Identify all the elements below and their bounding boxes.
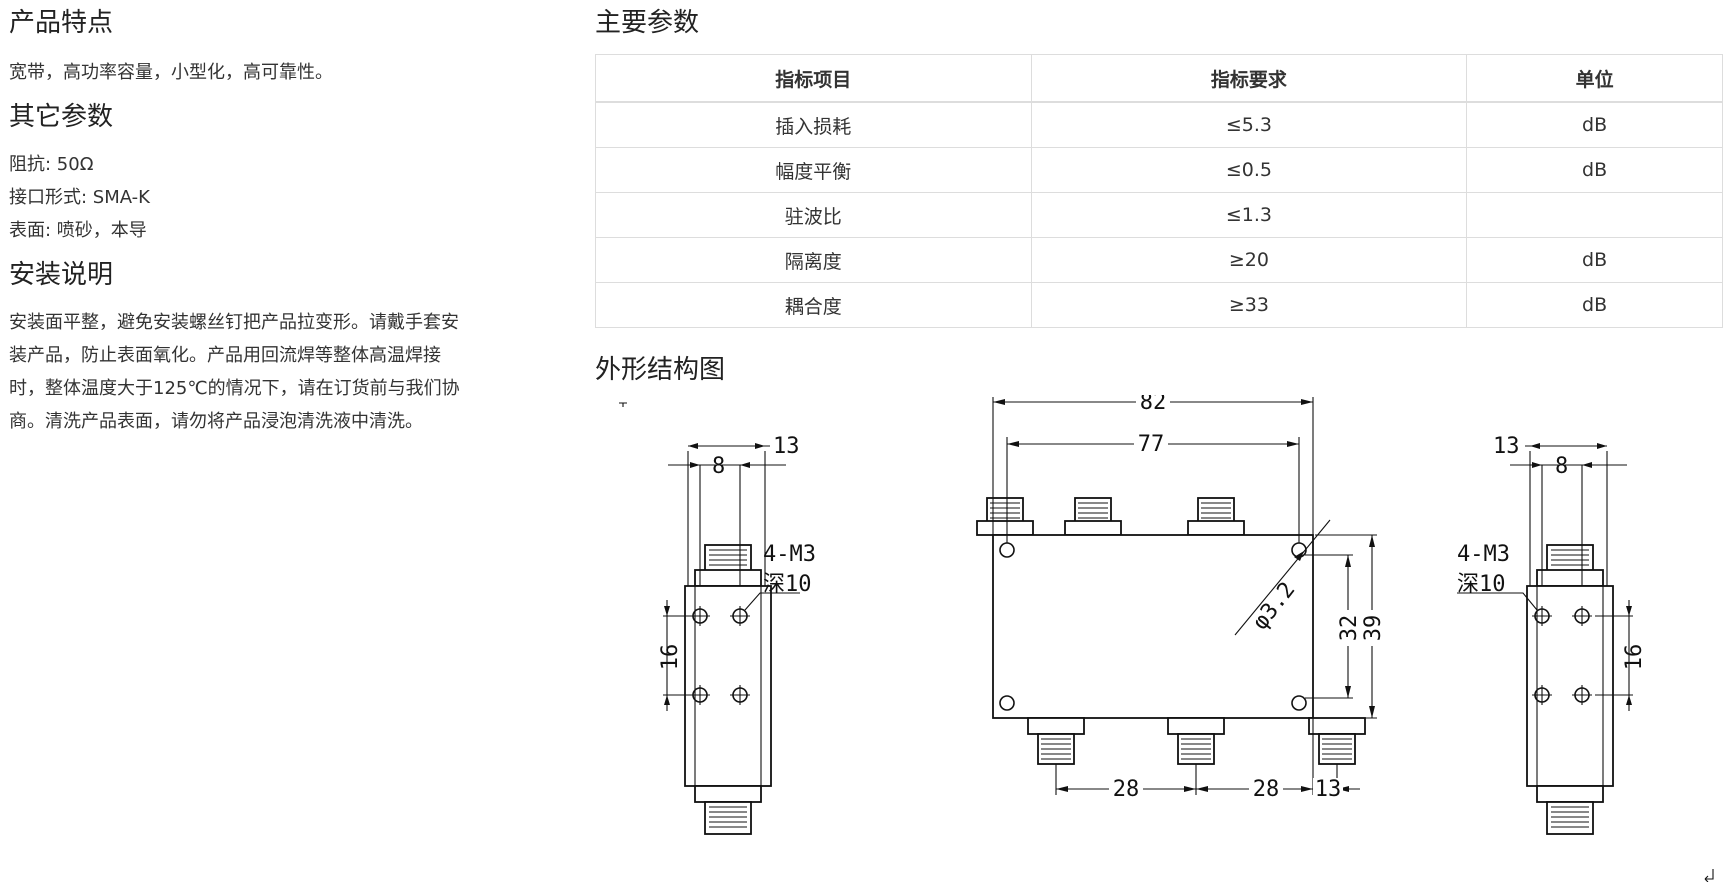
front-body <box>992 534 1314 719</box>
left-dim-16-label: 16 <box>658 644 683 671</box>
right-side-bottom-flange <box>1536 785 1604 803</box>
front-dim-77-gap <box>1134 433 1168 455</box>
features-heading: 产品特点 <box>9 8 114 38</box>
outline-drawing-heading: 外形结构图 <box>595 355 726 385</box>
front-dim-32-label: 32 <box>1337 615 1362 642</box>
connector-line: 接口形式: SMA-K <box>9 187 150 208</box>
cell-item: 插入损耗 <box>595 101 1032 148</box>
cell-unit: dB <box>1466 282 1723 328</box>
front-dim-28b-label: 28 <box>1253 777 1280 802</box>
surface-line: 表面: 喷砂，本导 <box>9 220 147 241</box>
front-hole-arrow <box>1294 551 1304 561</box>
left-mount-leader <box>744 592 800 611</box>
left-dim-8-lines <box>668 464 786 586</box>
front-dim-28a-gap <box>1109 778 1143 800</box>
install-line: 商。清洗产品表面，请勿将产品浸泡清洗液中清洗。 <box>9 411 423 432</box>
cell-requirement: ≤5.3 <box>1030 101 1468 148</box>
install-heading: 安装说明 <box>9 260 114 290</box>
return-mark <box>1704 869 1714 882</box>
right-side-top-thread <box>1551 549 1589 571</box>
table-header-row: 指标项目 指标要求 单位 <box>595 54 1723 103</box>
header-requirement: 指标要求 <box>1030 54 1468 103</box>
left-mount-label-2: 深10 <box>763 572 812 597</box>
cell-item: 耦合度 <box>595 282 1032 328</box>
front-top-connectors <box>976 497 1245 536</box>
table-row: 幅度平衡 ≤0.5 dB <box>595 147 1723 193</box>
front-hole-br <box>1291 695 1307 711</box>
front-dim-13-label: 13 <box>1315 777 1342 802</box>
table-row: 耦合度 ≥33 dB <box>595 282 1723 328</box>
other-params-heading: 其它参数 <box>9 102 114 132</box>
cell-unit: dB <box>1466 237 1723 283</box>
cell-requirement: ≤0.5 <box>1030 147 1468 193</box>
front-dim-39-gap <box>1360 610 1384 646</box>
front-dim-77-label: 77 <box>1138 432 1165 457</box>
left-side-top-thread <box>709 549 747 571</box>
header-item: 指标项目 <box>595 54 1032 103</box>
install-line: 时，整体温度大于125℃的情况下，请在订货前与我们协 <box>9 378 460 399</box>
right-mount-label-1: 4-M3 <box>1457 542 1510 567</box>
right-mount-leader <box>1457 592 1538 611</box>
outline-drawing: 13 8 16 4-M3 深10 <box>619 395 1714 882</box>
front-dim-82-label: 82 <box>1140 395 1167 415</box>
right-side-view: 13 8 16 4-M3 深10 <box>1457 434 1647 835</box>
front-hole-bl <box>999 695 1015 711</box>
cell-item: 幅度平衡 <box>595 147 1032 193</box>
left-side-body <box>684 585 772 787</box>
front-view: 82 77 φ3.2 32 39 28 28 13 <box>976 395 1386 802</box>
other-params-list: 阻抗: 50Ω 接口形式: SMA-K 表面: 喷砂，本导 <box>9 148 150 247</box>
right-mount-label-2: 深10 <box>1457 572 1506 597</box>
right-dim-8-lines <box>1510 464 1627 586</box>
front-dim-82-gap <box>1136 395 1170 413</box>
left-dim-8-label: 8 <box>712 454 725 479</box>
right-side-bottom-thread <box>1551 806 1589 828</box>
front-hole-leader <box>1234 519 1331 636</box>
right-dim-16-label: 16 <box>1622 644 1647 671</box>
caret-mark <box>619 402 627 407</box>
cell-item: 隔离度 <box>595 237 1032 283</box>
table-row: 隔离度 ≥20 dB <box>595 237 1723 283</box>
front-dim-32-gap <box>1336 610 1360 646</box>
features-text: 宽带，高功率容量，小型化，高可靠性。 <box>9 62 333 83</box>
install-text: 安装面平整，避免安装螺丝钉把产品拉变形。请戴手套安 装产品，防止表面氧化。产品用… <box>9 306 539 438</box>
cell-requirement: ≥33 <box>1030 282 1468 328</box>
right-dim-16-lines <box>1595 600 1633 711</box>
right-dim-13-label: 13 <box>1493 434 1520 459</box>
params-table: 指标项目 指标要求 单位 插入损耗 ≤5.3 dB 幅度平衡 ≤0.5 dB 驻… <box>595 54 1723 328</box>
impedance-line: 阻抗: 50Ω <box>9 154 94 175</box>
left-dim-16-lines <box>663 600 693 711</box>
cell-unit <box>1466 192 1723 238</box>
install-line: 装产品，防止表面氧化。产品用回流焊等整体高温焊接 <box>9 345 441 366</box>
right-side-holes <box>1532 606 1592 705</box>
front-bottom-ext-lines <box>1055 718 1338 795</box>
header-unit: 单位 <box>1466 54 1723 103</box>
main-params-heading: 主要参数 <box>595 8 700 38</box>
table-row: 驻波比 ≤1.3 <box>595 192 1723 238</box>
table-row: 插入损耗 ≤5.3 dB <box>595 101 1723 148</box>
install-line: 安装面平整，避免安装螺丝钉把产品拉变形。请戴手套安 <box>9 312 459 333</box>
left-side-top-flange <box>694 569 762 587</box>
left-dim-13-label: 13 <box>773 434 800 459</box>
front-dim-82-lines <box>992 397 1314 535</box>
right-side-top-flange <box>1536 569 1604 587</box>
cell-item: 驻波比 <box>595 192 1032 238</box>
front-bottom-connectors <box>1027 717 1366 765</box>
cell-requirement: ≤1.3 <box>1030 192 1468 238</box>
front-bottom-dim-arrows <box>1056 786 1349 792</box>
front-dim-13-gap <box>1313 778 1343 800</box>
left-side-view: 13 8 16 4-M3 深10 <box>658 434 816 835</box>
left-side-bottom-flange <box>694 785 762 803</box>
cell-requirement: ≥20 <box>1030 237 1468 283</box>
right-dim-8-label: 8 <box>1555 454 1568 479</box>
front-dim-28b-gap <box>1249 778 1283 800</box>
cell-unit: dB <box>1466 147 1723 193</box>
front-dim-39-label: 39 <box>1361 615 1386 642</box>
left-side-bottom-thread <box>709 806 747 828</box>
left-mount-label-1: 4-M3 <box>763 542 816 567</box>
front-dim-28a-label: 28 <box>1113 777 1140 802</box>
cell-unit: dB <box>1466 101 1723 148</box>
